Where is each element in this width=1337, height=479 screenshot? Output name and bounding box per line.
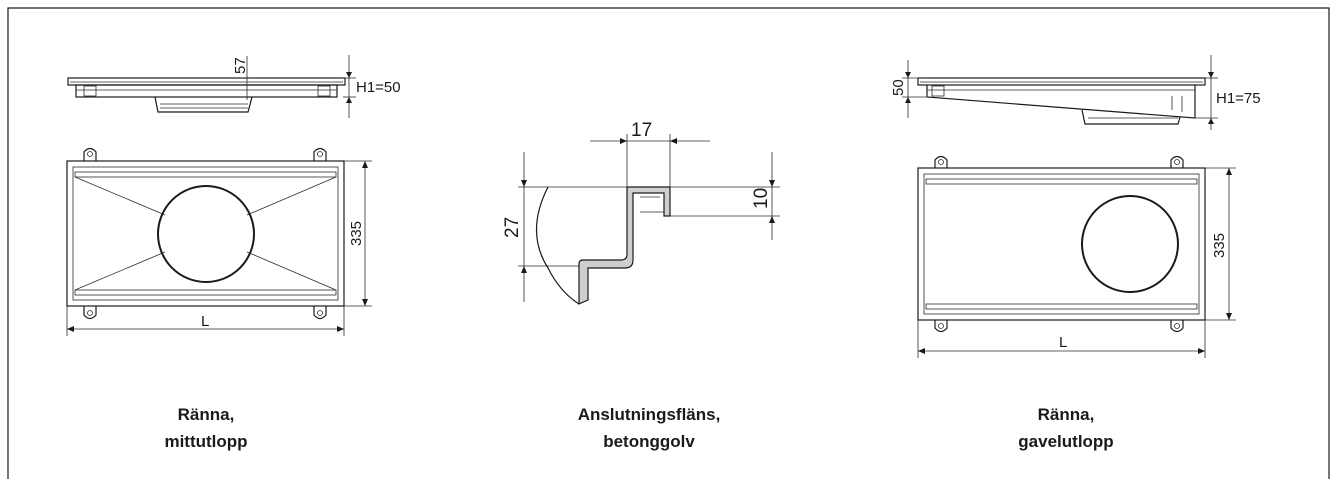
outlet-circle-end xyxy=(1081,195,1179,293)
dim-10: 10 xyxy=(751,188,772,209)
caption-middle-line2: betonggolv xyxy=(603,432,695,451)
caption-left-line1: Ränna, xyxy=(178,405,235,424)
dim-335-right: 335 xyxy=(1211,233,1228,258)
caption-right-line2: gavelutlopp xyxy=(1018,432,1113,451)
sheet-border xyxy=(7,7,1330,479)
caption-left-line2: mittutlopp xyxy=(164,432,247,451)
caption-right-line1: Ränna, xyxy=(1038,405,1095,424)
side-view-center-outlet: 57 H1=50 xyxy=(67,55,401,118)
plan-view-end-outlet: 335 L xyxy=(917,155,1236,358)
dim-50: 50 xyxy=(890,79,907,96)
dim-l-left: L xyxy=(201,313,209,330)
dim-27: 27 xyxy=(502,217,523,238)
flange-profile xyxy=(578,186,671,305)
caption-middle-line1: Anslutningsfläns, xyxy=(578,405,721,424)
dim-57: 57 xyxy=(232,57,249,74)
drawing-connection-flange: 17 10 27 Anslutningsfläns, betonggolv xyxy=(502,120,780,451)
dim-h1-50: H1=50 xyxy=(356,79,401,96)
plan-view-center-outlet: 335 L xyxy=(66,147,372,336)
dim-h1-75: H1=75 xyxy=(1216,90,1261,107)
outlet-circle-center xyxy=(157,185,255,283)
dim-17: 17 xyxy=(631,120,652,141)
dim-335-left: 335 xyxy=(348,221,365,246)
drawing-channel-end-outlet: 50 H1=75 xyxy=(890,55,1261,451)
drawing-channel-center-outlet: 57 H1=50 xyxy=(66,55,401,451)
side-view-end-outlet: 50 H1=75 xyxy=(890,55,1261,130)
dim-l-right: L xyxy=(1059,334,1067,351)
